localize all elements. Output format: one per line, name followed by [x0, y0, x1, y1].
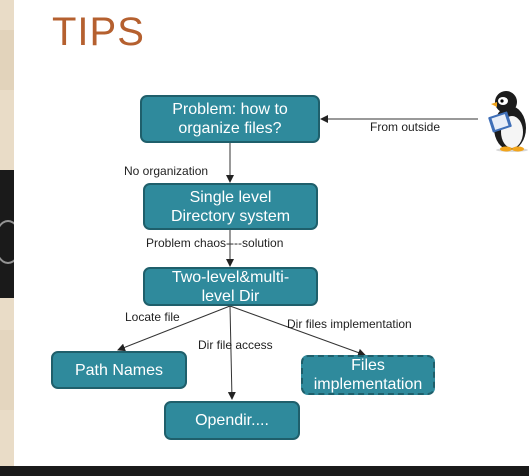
label-dir-file-access: Dir file access [198, 338, 273, 352]
node-single-level: Single level Directory system [143, 183, 318, 230]
label-no-organization: No organization [124, 164, 209, 178]
bottom-bar [0, 466, 529, 476]
arrow-two-to-opendir [227, 305, 236, 400]
photo-streak [0, 220, 14, 264]
node-path-names: Path Names [51, 351, 187, 389]
label-locate-file: Locate file [125, 310, 180, 324]
strip-band [0, 330, 14, 410]
label-problem-chaos: Problem chaos----solution [146, 236, 284, 250]
node-two-level: Two-level&multi-level Dir [143, 267, 318, 306]
penguin-reading-icon [488, 91, 528, 152]
strip-band [0, 30, 14, 90]
node-files-implementation: Files implementation [301, 355, 435, 395]
node-opendir: Opendir.... [164, 401, 300, 440]
node-problem: Problem: how to organize files? [140, 95, 320, 143]
slide-title: TIPS [52, 10, 145, 54]
label-from-outside: From outside [370, 120, 441, 134]
arrow-two-to-files [229, 305, 366, 357]
decorative-photo [0, 170, 14, 298]
arrow-two-to-path [117, 305, 231, 352]
label-dir-files-implementation: Dir files implementation [287, 317, 412, 331]
